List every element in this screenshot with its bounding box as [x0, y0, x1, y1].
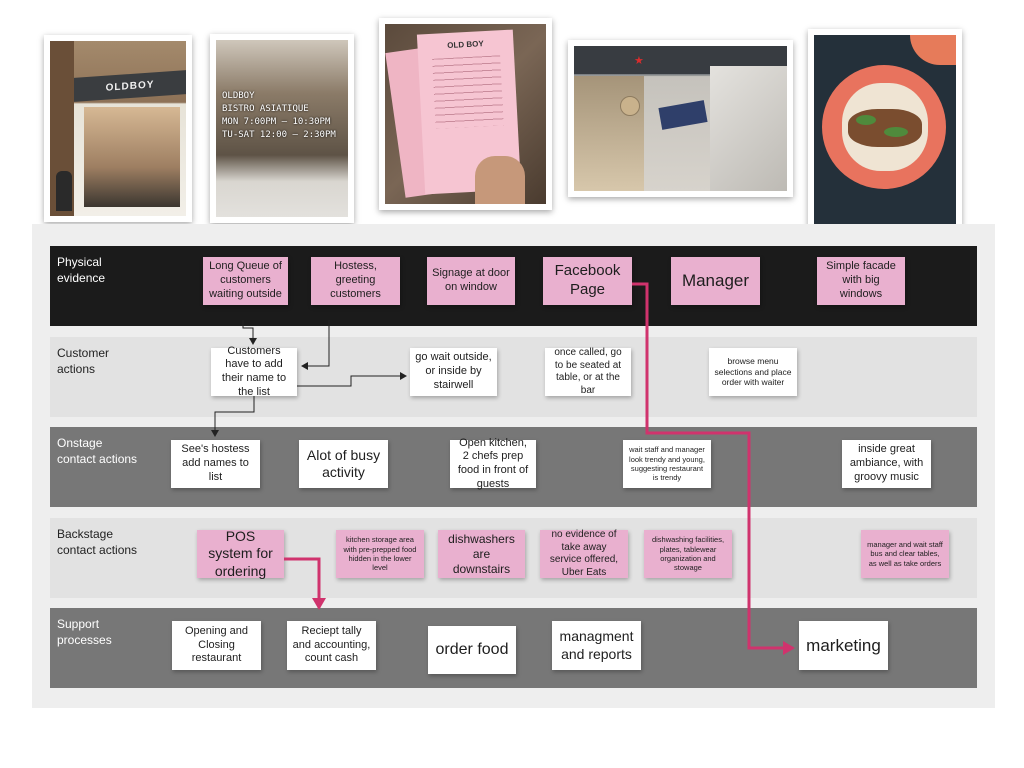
note-manager-bus-tables[interactable]: manager and wait staff bus and clear tab… [861, 530, 949, 578]
note-seated[interactable]: once called, go to be seated at table, o… [545, 347, 631, 396]
window-hours-text: OLDBOY BISTRO ASIATIQUE MON 7:00PM — 10:… [222, 91, 336, 140]
note-open-kitchen[interactable]: Open kitchen, 2 chefs prep food in front… [450, 437, 536, 490]
storefront-sign-text: OLDBOY [105, 78, 155, 94]
note-wait-staff-trendy[interactable]: wait staff and manager look trendy and y… [623, 440, 711, 488]
note-no-takeaway[interactable]: no evidence of take away service offered… [540, 529, 628, 578]
note-browse-menu[interactable]: browse menu selections and place order w… [709, 348, 797, 396]
note-management-reports[interactable]: managment and reports [552, 621, 641, 670]
lane-label-onstage-contact-actions: Onstage contact actions [57, 436, 138, 466]
note-marketing[interactable]: marketing [799, 621, 888, 670]
note-long-queue[interactable]: Long Queue of customers waiting outside [203, 257, 288, 305]
lane-label-physical-evidence: Physical evidence [57, 255, 106, 285]
menu-title-text: OLD BOY [447, 39, 484, 51]
photo-pink-menu: OLD BOY [379, 18, 552, 210]
note-opening-closing[interactable]: Opening and Closing restaurant [172, 621, 261, 670]
note-order-food[interactable]: order food [428, 626, 516, 674]
note-add-name[interactable]: Customers have to add their name to the … [211, 345, 297, 398]
note-dishwashers[interactable]: dishwashers are downstairs [438, 530, 525, 578]
note-signage[interactable]: Signage at door on window [427, 257, 515, 305]
note-hostess-add-names[interactable]: See's hostess add names to list [171, 440, 260, 488]
photo-window-lettering: OLDBOY BISTRO ASIATIQUE MON 7:00PM — 10:… [210, 34, 354, 223]
note-facebook-page[interactable]: Facebook Page [543, 257, 632, 305]
lane-label-customer-actions: Customer actions [57, 346, 110, 376]
photo-bao-dish [808, 29, 962, 231]
note-simple-facade[interactable]: Simple facade with big windows [817, 257, 905, 305]
lane-label-support-processes: Support processes [57, 617, 112, 647]
photo-storefront: OLDBOY [44, 35, 192, 222]
photo-facade-signage: ★ [568, 40, 793, 197]
note-pos-system[interactable]: POS system for ordering [197, 528, 284, 579]
note-manager[interactable]: Manager [671, 257, 760, 305]
note-dishwashing-facilities[interactable]: dishwashing facilities, plates, tablewea… [644, 530, 732, 578]
lane-label-backstage-contact-actions: Backstage contact actions [57, 527, 138, 557]
note-busy-activity[interactable]: Alot of busy activity [299, 440, 388, 488]
note-receipt-tally[interactable]: Reciept tally and accounting, count cash [287, 621, 376, 670]
note-kitchen-storage[interactable]: kitchen storage area with pre-prepped fo… [336, 530, 424, 578]
note-hostess-greeting[interactable]: Hostess, greeting customers [311, 257, 400, 305]
lane-customer-actions: Customer actions [50, 337, 977, 417]
note-great-ambiance[interactable]: inside great ambiance, with groovy music [842, 440, 931, 488]
note-wait-outside[interactable]: go wait outside, or inside by stairwell [410, 348, 497, 396]
